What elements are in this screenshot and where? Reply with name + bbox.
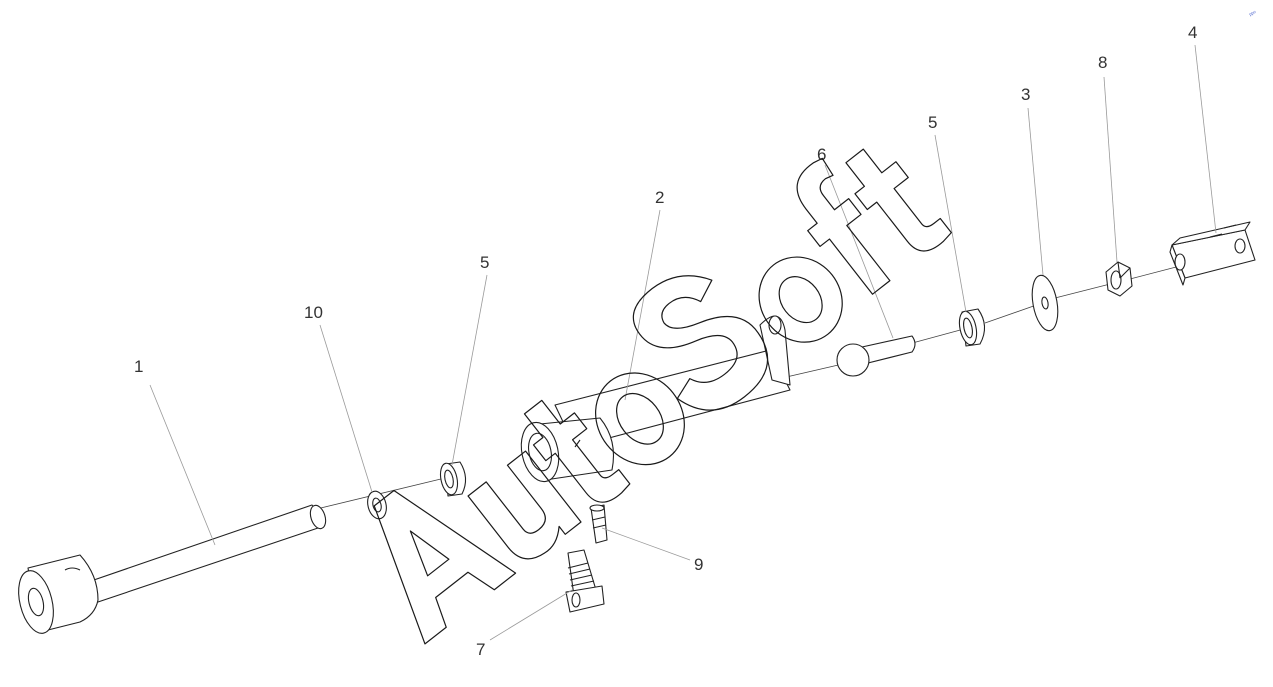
part-2-lever-housing xyxy=(520,315,791,483)
watermark-letter-f xyxy=(796,157,891,295)
part-1-shaft xyxy=(18,504,327,634)
part-5-bushing-left xyxy=(439,461,467,497)
watermark-letter-o xyxy=(595,372,685,466)
watermark-letter-s xyxy=(632,275,769,411)
watermark-letter-u xyxy=(467,450,582,560)
corner-mark: ᵖᵖᵒ xyxy=(1249,10,1259,19)
callout-1: 1 xyxy=(134,357,143,376)
callout-8: 8 xyxy=(1098,53,1107,72)
callout-5-left: 5 xyxy=(480,253,489,272)
callout-9: 9 xyxy=(694,555,703,574)
callout-7: 7 xyxy=(476,640,485,659)
watermark-letter-o2 xyxy=(758,256,843,343)
part-7-threaded-fitting xyxy=(565,549,605,613)
part-3-flat-washer xyxy=(1031,274,1059,332)
callout-10: 10 xyxy=(304,303,323,322)
callout-5-right: 5 xyxy=(928,113,937,132)
watermark-letter-t2 xyxy=(845,148,952,252)
leader-lines xyxy=(149,44,1217,641)
part-10-washer xyxy=(367,490,387,520)
part-4-clevis-block xyxy=(1169,221,1256,286)
autosoft-watermark xyxy=(373,148,952,645)
watermark-letter-t xyxy=(523,399,631,503)
part-8-hex-nut xyxy=(1105,261,1133,297)
callout-3: 3 xyxy=(1021,85,1030,104)
callout-6: 6 xyxy=(817,145,826,164)
callout-labels: 1 10 5 2 6 5 3 8 4 9 7 xyxy=(134,23,1197,659)
part-9-grease-nipple xyxy=(589,504,608,544)
part-5-bushing-right xyxy=(958,308,986,347)
watermark-letter-a xyxy=(373,489,517,645)
part-6-ball-pin xyxy=(836,335,916,377)
callout-4: 4 xyxy=(1188,23,1197,42)
callout-2: 2 xyxy=(655,188,664,207)
